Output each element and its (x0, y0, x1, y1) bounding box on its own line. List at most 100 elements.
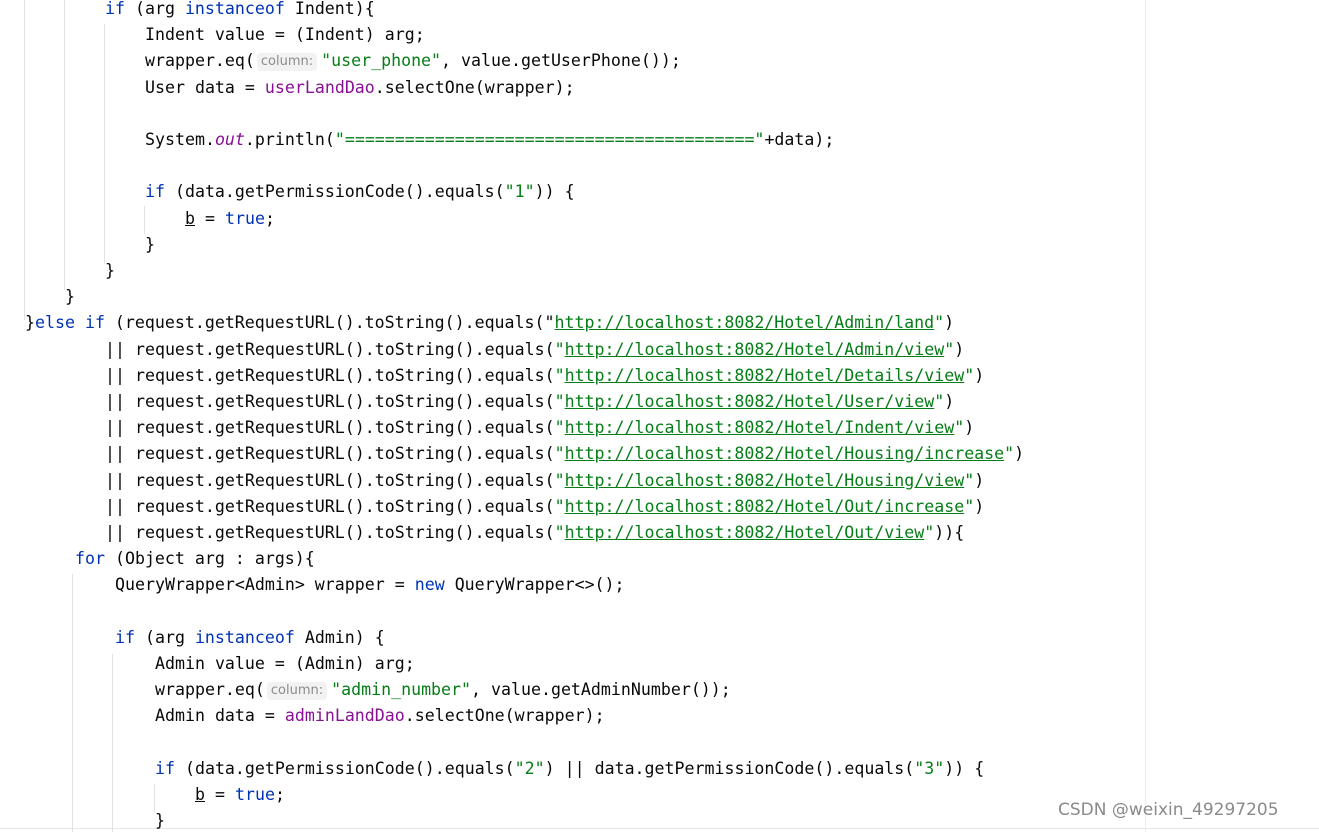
code-line[interactable]: } (105, 259, 115, 283)
indent-guide (64, 0, 65, 290)
code-token: "3" (914, 758, 945, 778)
code-token: " (554, 339, 565, 359)
code-token: " (554, 470, 565, 490)
code-line[interactable]: || request.getRequestURL().toString().eq… (105, 442, 1024, 466)
code-token: "=======================================… (334, 130, 765, 149)
code-line[interactable]: Admin data = adminLandDao.selectOne(wrap… (155, 704, 605, 728)
code-token: " (554, 496, 565, 516)
code-token: || request.getRequestURL().toString().eq… (105, 444, 555, 464)
code-line[interactable]: } (155, 809, 165, 832)
code-line[interactable]: } (145, 233, 155, 257)
code-token: || request.getRequestURL().toString().eq… (105, 418, 555, 438)
code-token: } (25, 313, 35, 333)
code-token: "1" (504, 182, 535, 202)
code-token: " (964, 496, 975, 516)
right-margin-guide (1145, 0, 1146, 832)
code-token: ) (974, 470, 985, 490)
code-token: http://localhost:8082/Hotel/Housing/view (564, 470, 965, 490)
code-token: || request.getRequestURL().toString().eq… (105, 365, 555, 385)
code-token: " (554, 418, 565, 438)
code-token: " (954, 418, 965, 438)
code-token: b (195, 785, 205, 804)
code-token: )){ (934, 523, 965, 542)
code-token: (data.getPermissionCode().equals( (164, 182, 505, 202)
code-line[interactable]: if (data.getPermissionCode().equals("1")… (145, 180, 575, 204)
code-line[interactable]: wrapper.eq(column:"admin_number", value.… (155, 678, 731, 702)
indent-guide (72, 574, 73, 832)
code-token: ) (964, 418, 975, 438)
code-token: ) (974, 365, 985, 385)
code-token: userLandDao (264, 77, 375, 97)
code-line[interactable]: for (Object arg : args){ (75, 547, 315, 571)
code-line[interactable]: System.out.println("====================… (145, 128, 834, 152)
code-token: } (65, 287, 75, 307)
code-token: new (414, 575, 445, 595)
code-token: " (1004, 444, 1015, 464)
code-token: } (105, 261, 115, 280)
code-line[interactable]: User data = userLandDao.selectOne(wrappe… (145, 76, 575, 100)
code-token: wrapper.eq( (145, 51, 255, 71)
code-token: ) (1014, 444, 1025, 464)
code-token: (arg (124, 0, 185, 18)
code-token: , value.getAdminNumber()); (471, 680, 731, 700)
indent-guide (24, 0, 25, 320)
code-token: if (115, 627, 135, 647)
code-line[interactable]: || request.getRequestURL().toString().eq… (105, 416, 974, 440)
code-token: ; (274, 785, 285, 804)
code-line[interactable]: } (65, 285, 75, 309)
code-line[interactable]: || request.getRequestURL().toString().eq… (105, 521, 964, 545)
code-line[interactable]: wrapper.eq(column:"user_phone", value.ge… (145, 49, 681, 73)
code-token: " (944, 339, 955, 359)
code-line[interactable]: Indent value = (Indent) arg; (145, 23, 425, 47)
code-line[interactable]: || request.getRequestURL().toString().eq… (105, 469, 984, 493)
code-line[interactable]: || request.getRequestURL().toString().eq… (105, 364, 984, 388)
code-line[interactable]: b = true; (195, 783, 285, 807)
code-line[interactable]: if (arg instanceof Admin) { (115, 626, 385, 650)
code-token: (arg (134, 627, 195, 647)
code-line[interactable]: || request.getRequestURL().toString().eq… (105, 390, 954, 414)
code-line[interactable]: if (data.getPermissionCode().equals("2")… (155, 757, 984, 781)
code-line[interactable]: if (arg instanceof Indent){ (105, 0, 375, 21)
code-token: Indent value = (Indent) arg; (145, 25, 425, 45)
code-token: || request.getRequestURL().toString().eq… (105, 523, 555, 542)
editor-bottom-border (0, 828, 1319, 829)
code-token: (Object arg : args){ (104, 549, 315, 569)
code-token: " (924, 523, 935, 542)
code-token: Admin) { (294, 627, 385, 647)
code-token: || request.getRequestURL().toString().eq… (105, 392, 555, 411)
code-line[interactable]: }else if (request.getRequestURL().toStri… (25, 311, 954, 335)
code-token: else if (35, 313, 105, 333)
code-line[interactable]: b = true; (185, 207, 275, 231)
code-token: "user_phone" (321, 51, 442, 71)
code-token: (request.getRequestURL().toString().equa… (104, 313, 545, 333)
code-token: QueryWrapper<>(); (444, 575, 625, 595)
code-line[interactable]: || request.getRequestURL().toString().eq… (105, 338, 964, 362)
code-token: ) (944, 313, 955, 333)
code-token: "admin_number" (331, 680, 472, 700)
code-token: "2" (514, 758, 545, 778)
parameter-hint: column: (256, 53, 318, 72)
code-token: , value.getUserPhone()); (441, 51, 681, 71)
code-token: true (234, 785, 275, 804)
code-token: System. (145, 130, 215, 149)
code-token: http://localhost:8082/Hotel/Admin/view (564, 339, 945, 359)
code-line[interactable]: QueryWrapper<Admin> wrapper = new QueryW… (115, 573, 625, 597)
code-token: || request.getRequestURL().toString().eq… (105, 470, 555, 490)
code-token: " (544, 313, 555, 333)
code-token: http://localhost:8082/Hotel/Housing/incr… (564, 444, 1005, 464)
code-token: ) (974, 496, 985, 516)
code-token: ) || data.getPermissionCode().equals( (544, 758, 915, 778)
code-line[interactable]: Admin value = (Admin) arg; (155, 652, 415, 676)
code-token: ) (944, 392, 955, 411)
code-token: http://localhost:8082/Hotel/Out/view (564, 523, 925, 542)
code-token: " (554, 392, 565, 411)
code-token: if (145, 182, 165, 202)
indent-guide (154, 784, 155, 812)
code-token: ; (264, 208, 275, 228)
code-token: ) (954, 339, 965, 359)
code-line[interactable]: || request.getRequestURL().toString().eq… (105, 495, 984, 519)
code-token: } (155, 811, 165, 831)
code-token: http://localhost:8082/Hotel/Out/increase (564, 496, 965, 516)
parameter-hint: column: (266, 682, 328, 701)
